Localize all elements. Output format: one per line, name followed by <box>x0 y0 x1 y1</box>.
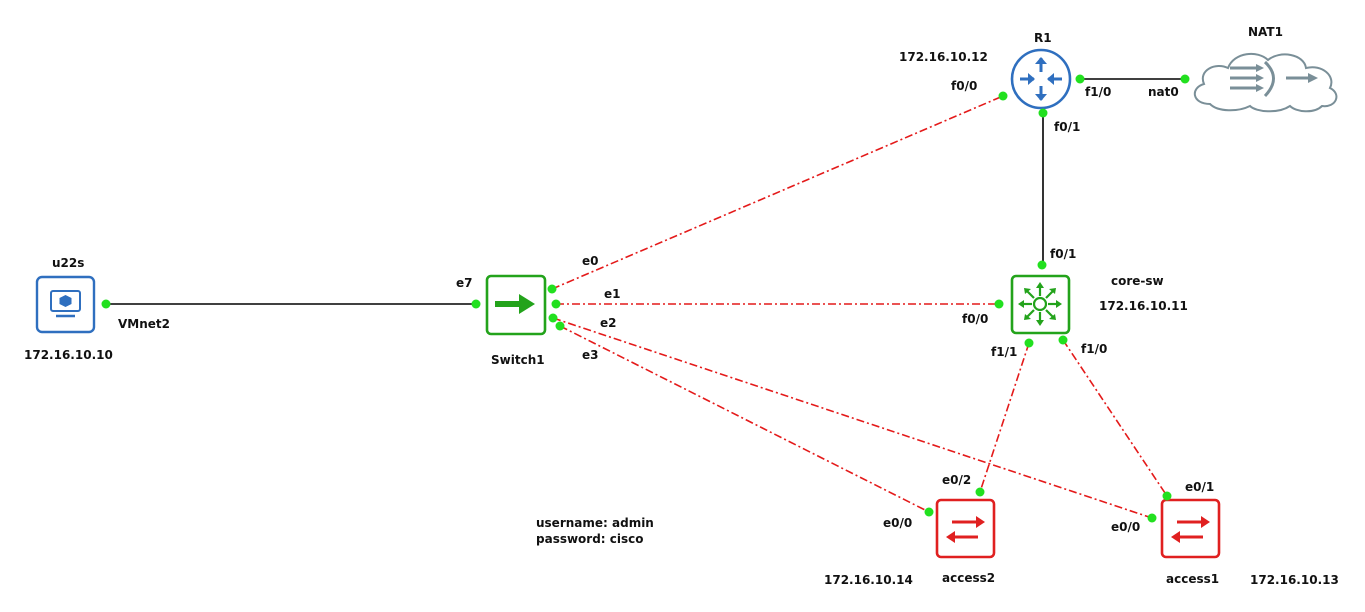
port-label-core-f11: f1/1 <box>991 345 1017 359</box>
credentials-note: username: admin password: cisco <box>536 516 654 546</box>
arrow-right-icon <box>495 294 535 314</box>
node-nat1[interactable] <box>1194 52 1338 113</box>
port-dot[interactable] <box>994 299 1004 309</box>
port-dot[interactable] <box>975 487 985 497</box>
port-dot[interactable] <box>1038 108 1048 118</box>
link-switch1-r1[interactable] <box>551 95 1004 290</box>
port-label-sw-e3: e3 <box>582 348 599 362</box>
port-dots <box>101 74 1190 523</box>
port-label-r1-f10: f1/0 <box>1085 85 1111 99</box>
router-arrows-icon <box>1020 57 1062 101</box>
port-label-nat0: nat0 <box>1148 85 1179 99</box>
port-label-sw-e0: e0 <box>582 254 599 268</box>
link-core-access1[interactable] <box>1062 339 1168 497</box>
node-ip-r1: 172.16.10.12 <box>899 50 988 64</box>
port-dot[interactable] <box>101 299 111 309</box>
node-u22s[interactable] <box>35 275 96 334</box>
port-label-core-f10: f1/0 <box>1081 342 1107 356</box>
port-label-sw-e7: e7 <box>456 276 473 290</box>
swap-arrows-icon <box>1171 516 1210 543</box>
port-label-r1-f01: f0/1 <box>1054 120 1080 134</box>
port-dot[interactable] <box>924 507 934 517</box>
node-switch1[interactable] <box>485 274 547 336</box>
port-dot[interactable] <box>1024 338 1034 348</box>
link-switch1-access2[interactable] <box>559 325 930 513</box>
node-access1[interactable] <box>1160 498 1221 559</box>
port-dot[interactable] <box>1180 74 1190 84</box>
node-name-switch1: Switch1 <box>491 353 545 367</box>
node-r1[interactable] <box>1010 48 1072 110</box>
node-ip-access1: 172.16.10.13 <box>1250 573 1339 587</box>
link-core-access2[interactable] <box>979 342 1030 493</box>
port-label-core-f00: f0/0 <box>962 312 988 326</box>
note-username: username: admin <box>536 516 654 530</box>
layer3-switch-icon <box>1018 282 1062 326</box>
port-dot[interactable] <box>1147 513 1157 523</box>
port-label-a1-e00: e0/0 <box>1111 520 1140 534</box>
node-name-r1: R1 <box>1034 31 1052 45</box>
node-labels: u22s 172.16.10.10 Switch1 R1 172.16.10.1… <box>24 25 1339 587</box>
port-label-sw-e2: e2 <box>600 316 617 330</box>
node-ip-u22s: 172.16.10.10 <box>24 348 113 362</box>
node-name-access1: access1 <box>1166 572 1219 586</box>
port-label-r1-f00: f0/0 <box>951 79 977 93</box>
port-dot[interactable] <box>1075 74 1085 84</box>
node-core-sw[interactable] <box>1010 274 1071 335</box>
port-dot[interactable] <box>1058 335 1068 345</box>
port-label-a1-e01: e0/1 <box>1185 480 1214 494</box>
node-access2[interactable] <box>935 498 996 559</box>
cloud-nat-icon <box>1230 60 1318 98</box>
node-ip-access2: 172.16.10.14 <box>824 573 913 587</box>
desktop-icon <box>50 290 81 318</box>
link-switch1-access1[interactable] <box>552 317 1153 519</box>
port-dot[interactable] <box>471 299 481 309</box>
swap-arrows-icon <box>946 516 985 543</box>
node-name-u22s: u22s <box>52 256 84 270</box>
port-dot[interactable] <box>551 299 561 309</box>
port-dot[interactable] <box>555 321 565 331</box>
port-dot[interactable] <box>1037 260 1047 270</box>
port-label-core-f01: f0/1 <box>1050 247 1076 261</box>
node-ip-core-sw: 172.16.10.11 <box>1099 299 1188 313</box>
port-label-a2-e02: e0/2 <box>942 473 971 487</box>
port-labels: VMnet2 e7 e0 e1 e2 e3 f0/0 f1/0 f0/1 nat… <box>118 79 1214 534</box>
port-label-sw-e1: e1 <box>604 287 621 301</box>
port-dot[interactable] <box>1162 491 1172 501</box>
port-label-a2-e00: e0/0 <box>883 516 912 530</box>
node-name-core-sw: core-sw <box>1111 274 1164 288</box>
node-name-nat1: NAT1 <box>1248 25 1283 39</box>
node-name-access2: access2 <box>942 571 995 585</box>
note-password: password: cisco <box>536 532 644 546</box>
port-label-vmnet2: VMnet2 <box>118 317 170 331</box>
port-dot[interactable] <box>548 313 558 323</box>
port-dot[interactable] <box>547 284 557 294</box>
port-dot[interactable] <box>998 91 1008 101</box>
links <box>106 78 1185 519</box>
